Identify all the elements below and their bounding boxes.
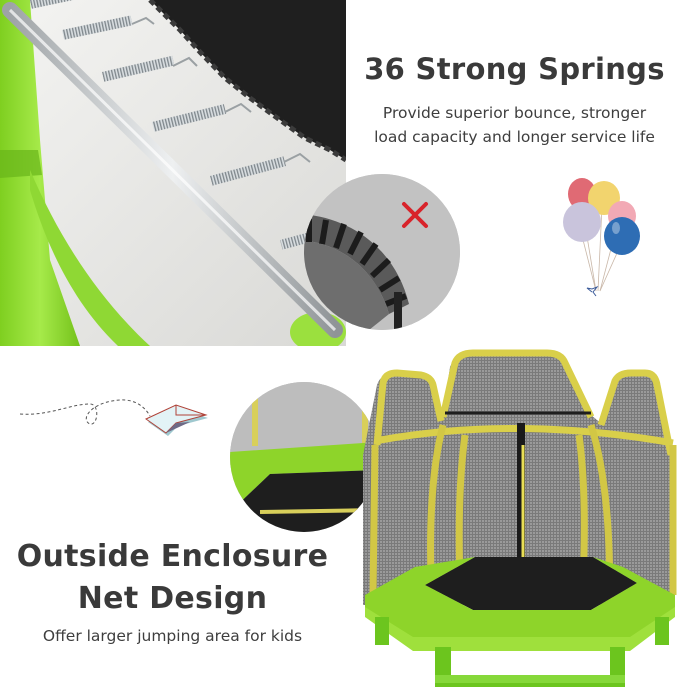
spring-closeup-illustration [0,0,346,346]
title-line-2: Net Design [77,581,268,616]
spring-closeup-photo [0,0,346,346]
section-title-springs: 36 Strong Springs [364,52,665,86]
title-line-1: Outside Enclosure [16,539,329,574]
springless-design-illustration [304,174,460,330]
x-mark-icon [402,202,428,228]
comparison-inset-circle [304,174,460,330]
hexagonal-trampoline-illustration [363,349,677,687]
description-line-2: load capacity and longer service life [374,128,655,146]
net-closeup-inset-circle [230,382,378,532]
section-description-net: Offer larger jumping area for kids [42,627,303,645]
paper-plane-icon [19,392,220,444]
spring-icon-group [30,0,322,250]
trampoline-product-image [355,345,679,687]
description-line-1: Provide superior bounce, stronger [382,104,647,122]
balloons-icon [560,176,644,304]
section-title-net: Outside Enclosure Net Design [0,536,345,620]
section-description-springs: Provide superior bounce, stronger load c… [352,101,677,149]
